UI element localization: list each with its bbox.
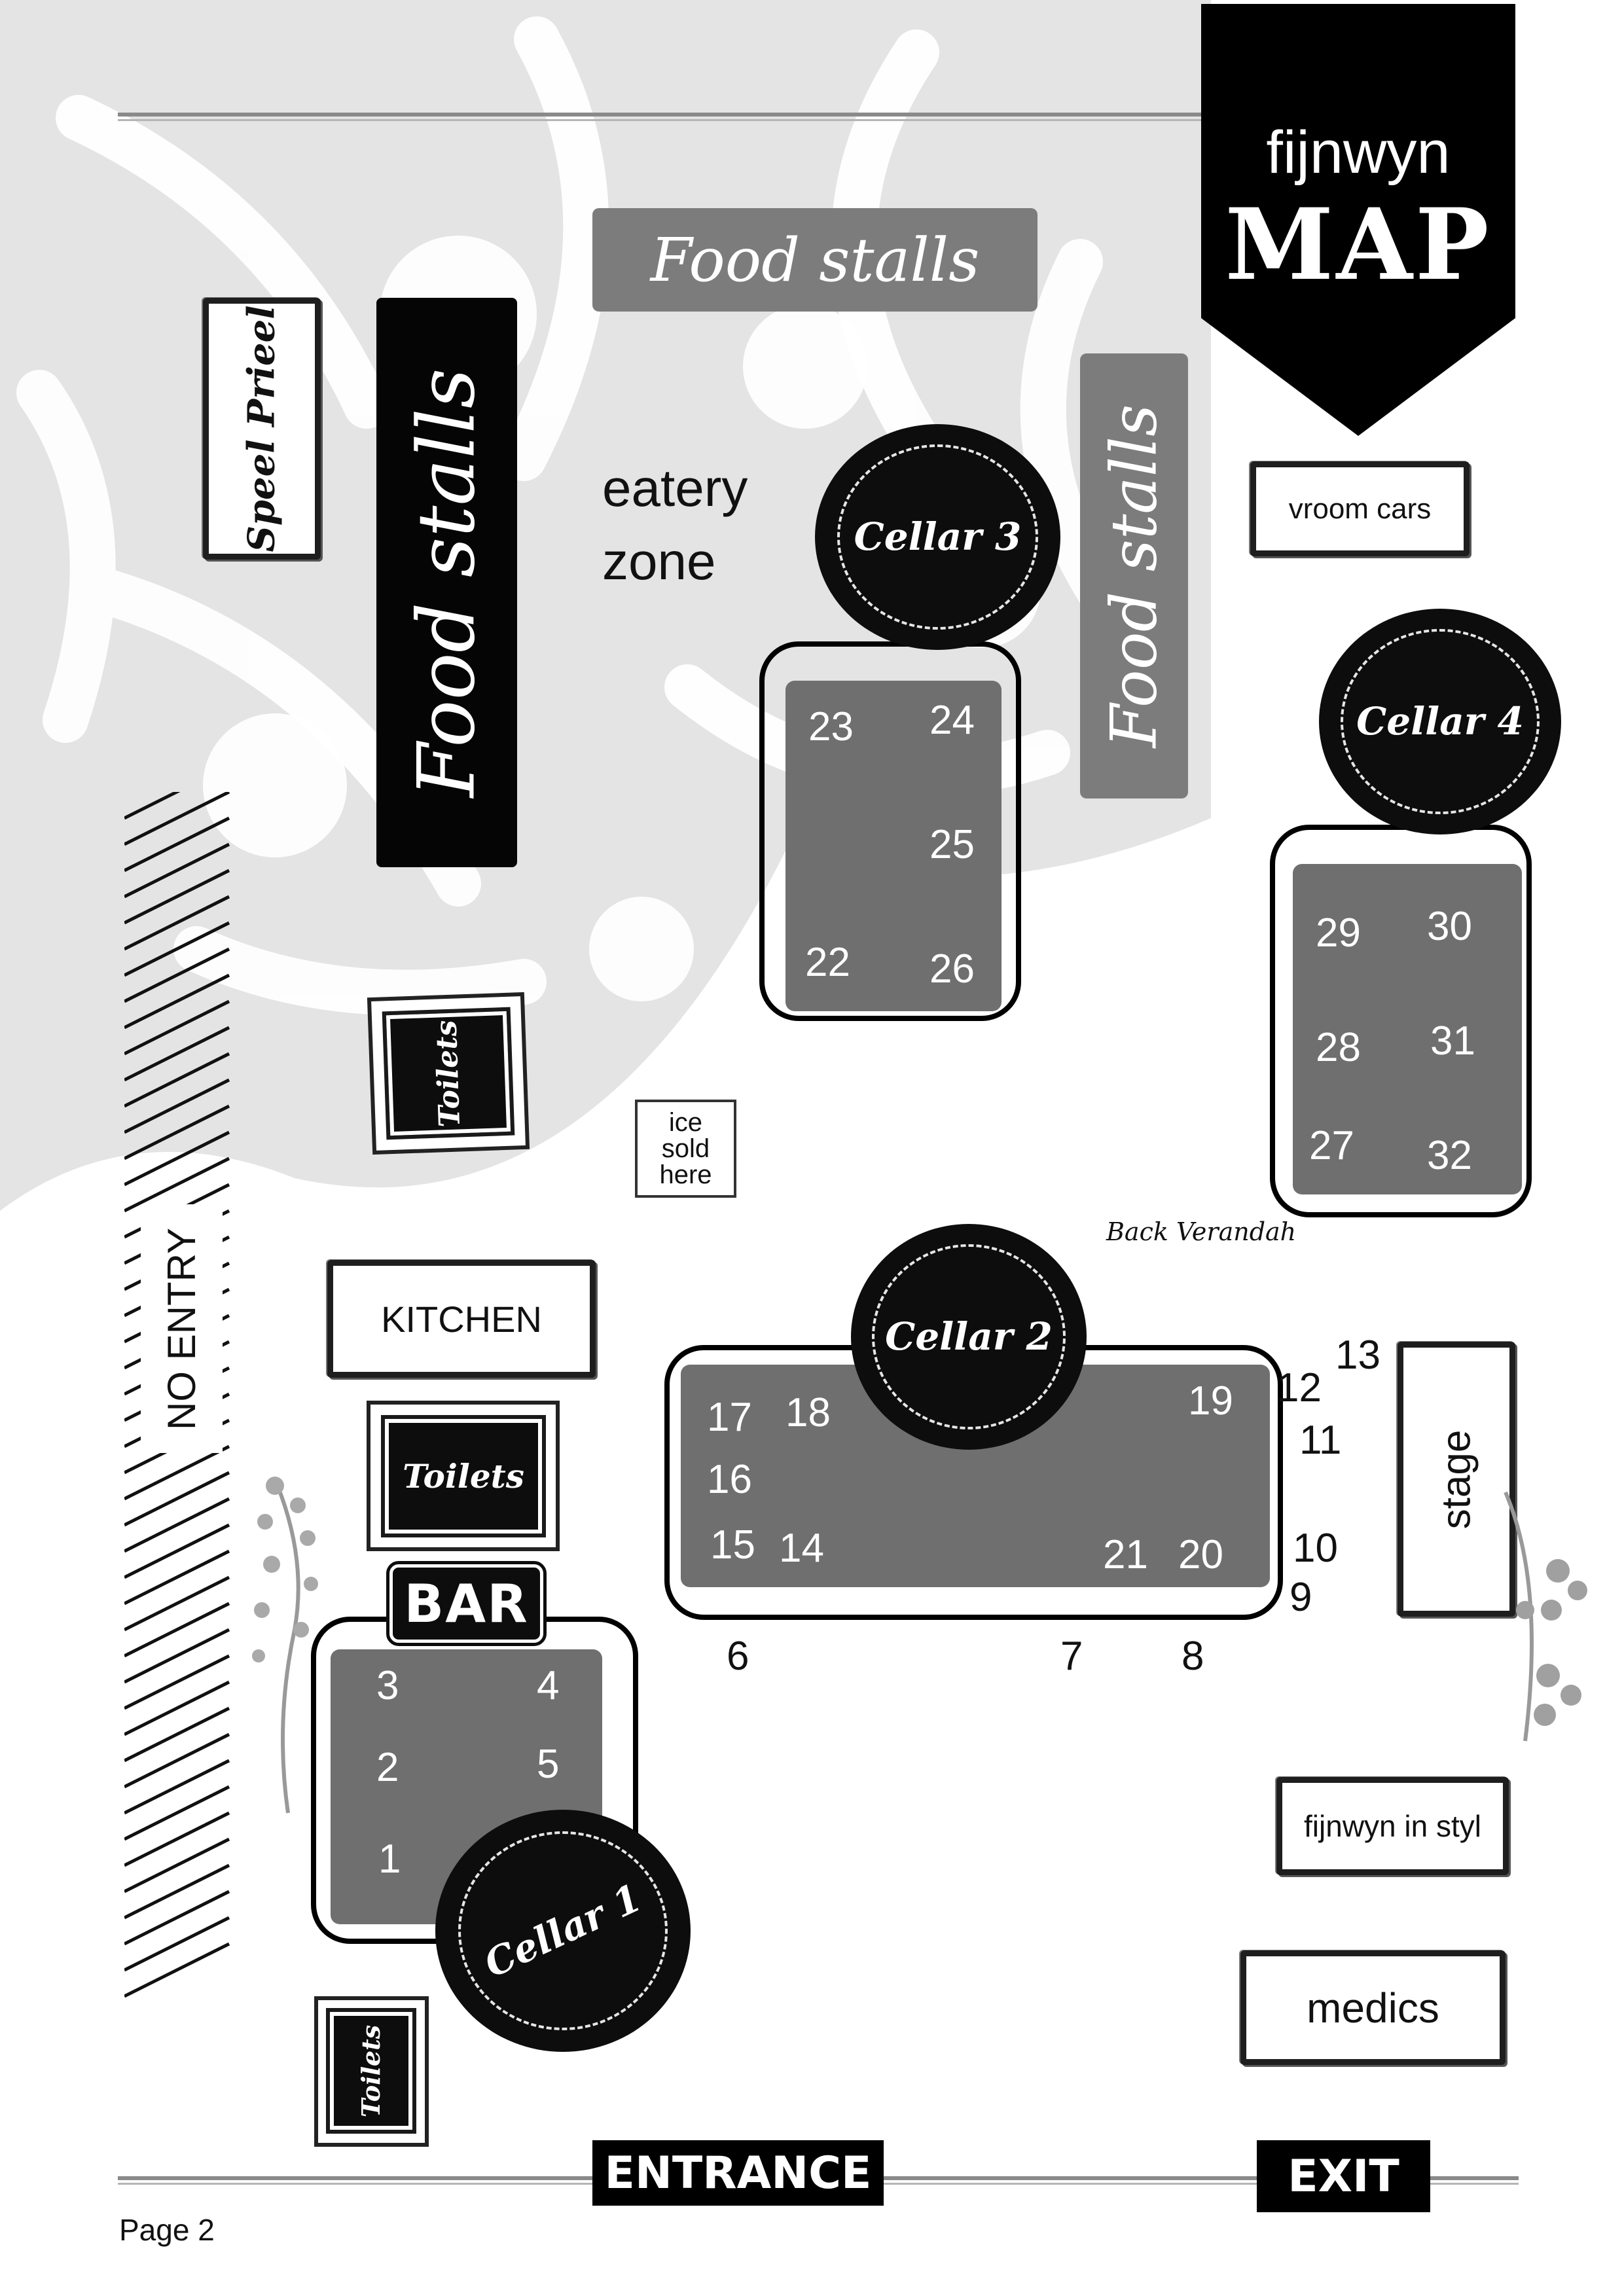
food-stalls-left-label: Food stalls — [401, 368, 492, 797]
stand-18[interactable]: 18 — [785, 1390, 831, 1435]
eatery-zone-label: eatery zone — [602, 452, 748, 598]
toilets-3-frame: Toilets — [314, 1996, 429, 2147]
bar-sign[interactable]: BAR — [386, 1561, 547, 1646]
food-stalls-top[interactable]: Food stalls — [592, 208, 1038, 312]
map-title: MAP — [1225, 187, 1492, 302]
map-title-pin: fijnwyn MAP — [1201, 4, 1515, 436]
food-stalls-right[interactable]: Food stalls — [1080, 353, 1188, 798]
brand-name: fijnwyn — [1266, 119, 1451, 186]
stand-24[interactable]: 24 — [929, 698, 975, 743]
medics-area[interactable]: medics — [1240, 1950, 1506, 2065]
cellar-3-outline — [759, 641, 1021, 1021]
stage-area[interactable]: stage — [1398, 1342, 1515, 1617]
stand-25[interactable]: 25 — [929, 822, 975, 867]
stand-5[interactable]: 5 — [537, 1742, 560, 1787]
cellar-4[interactable]: Cellar 4 — [1319, 609, 1561, 834]
cellar-1-ring: Cellar 1 — [458, 1831, 668, 2030]
cellar-2-ring: Cellar 2 — [872, 1244, 1066, 1429]
ice-line2: sold — [661, 1134, 710, 1163]
cellar-1-label: Cellar 1 — [477, 1875, 649, 1986]
stand-12[interactable]: 12 — [1276, 1365, 1322, 1410]
entrance-sign[interactable]: ENTRANCE — [592, 2140, 884, 2206]
back-verandah-label: Back Verandah — [1106, 1217, 1297, 1246]
no-entry-label: NO ENTRY — [160, 1227, 204, 1430]
toilets-1-label: Toilets — [429, 1019, 467, 1128]
no-entry-box: NO ENTRY — [141, 1204, 223, 1453]
ice-line3: here — [659, 1160, 712, 1189]
top-divider — [118, 113, 1204, 121]
toilets-2-frame: Toilets — [367, 1401, 560, 1551]
entrance-label: ENTRANCE — [604, 2147, 872, 2199]
ice-sold-here[interactable]: ice sold here — [635, 1100, 736, 1198]
stand-15[interactable]: 15 — [710, 1522, 755, 1568]
stand-21[interactable]: 21 — [1103, 1532, 1148, 1577]
stand-2[interactable]: 2 — [376, 1745, 399, 1790]
toilets-2-label: Toilets — [403, 1457, 524, 1496]
kitchen-label: KITCHEN — [381, 1298, 542, 1340]
toilets-1[interactable]: Toilets — [382, 1007, 515, 1140]
kitchen-area[interactable]: KITCHEN — [327, 1260, 596, 1378]
stand-19[interactable]: 19 — [1188, 1378, 1233, 1424]
stand-4[interactable]: 4 — [537, 1663, 560, 1708]
toilets-1-frame: Toilets — [367, 992, 530, 1155]
exit-sign[interactable]: EXIT — [1257, 2140, 1430, 2212]
zone-cellar-4 — [1293, 864, 1522, 1194]
stand-3[interactable]: 3 — [376, 1663, 399, 1708]
stand-17[interactable]: 17 — [707, 1395, 752, 1440]
stand-29[interactable]: 29 — [1316, 910, 1361, 956]
cellar-4-ring: Cellar 4 — [1341, 629, 1540, 814]
stand-28[interactable]: 28 — [1316, 1025, 1361, 1070]
zone-cellar-3 — [785, 681, 1001, 1011]
cellar-3-label: Cellar 3 — [854, 514, 1022, 560]
stand-27[interactable]: 27 — [1309, 1123, 1354, 1168]
fijnwyn-in-styl-area[interactable]: fijnwyn in styl — [1276, 1777, 1509, 1875]
stand-10[interactable]: 10 — [1293, 1526, 1338, 1571]
ice-line1: ice — [668, 1108, 703, 1137]
toilets-3[interactable]: Toilets — [326, 2008, 416, 2134]
cellar-2-label: Cellar 2 — [885, 1314, 1053, 1359]
stand-13[interactable]: 13 — [1335, 1333, 1380, 1378]
toilets-2[interactable]: Toilets — [381, 1415, 546, 1537]
stand-20[interactable]: 20 — [1178, 1532, 1223, 1577]
vroom-cars-label: vroom cars — [1288, 492, 1432, 525]
stand-11[interactable]: 11 — [1299, 1418, 1342, 1463]
medics-label: medics — [1307, 1984, 1439, 2032]
stage-label: stage — [1434, 1429, 1479, 1529]
exit-label: EXIT — [1288, 2150, 1399, 2202]
berry-decoration-right — [1504, 1491, 1587, 1742]
eatery-zone-line1: eatery — [602, 459, 748, 517]
page-number: Page 2 — [119, 2213, 215, 2247]
cellar-1[interactable]: Cellar 1 — [435, 1810, 691, 2052]
pin-shape — [1201, 4, 1515, 436]
cellar-3-ring: Cellar 3 — [837, 444, 1039, 630]
speel-prieel-label: Speel Prieel — [240, 305, 284, 552]
bar-label: BAR — [404, 1573, 529, 1634]
stand-14[interactable]: 14 — [779, 1526, 824, 1571]
stand-22[interactable]: 22 — [805, 940, 850, 985]
food-stalls-right-label: Food stalls — [1097, 404, 1171, 748]
stand-30[interactable]: 30 — [1427, 904, 1472, 949]
stand-8[interactable]: 8 — [1182, 1634, 1204, 1679]
food-stalls-left[interactable]: Food stalls — [376, 298, 517, 867]
stand-7[interactable]: 7 — [1060, 1634, 1083, 1679]
cellar-3[interactable]: Cellar 3 — [815, 424, 1060, 650]
stand-6[interactable]: 6 — [727, 1634, 749, 1679]
stand-1[interactable]: 1 — [378, 1837, 401, 1882]
vroom-cars-area[interactable]: vroom cars — [1250, 461, 1470, 556]
cellar-2[interactable]: Cellar 2 — [851, 1224, 1087, 1450]
speel-prieel-area[interactable]: Speel Prieel — [203, 298, 321, 560]
stand-26[interactable]: 26 — [929, 946, 975, 992]
fijnwyn-in-styl-label: fijnwyn in styl — [1304, 1809, 1481, 1843]
stand-16[interactable]: 16 — [707, 1457, 752, 1502]
branch-decoration-left — [252, 1477, 318, 1814]
toilets-3-label: Toilets — [356, 2024, 386, 2117]
eatery-zone-line2: zone — [602, 532, 716, 590]
stand-9[interactable]: 9 — [1290, 1575, 1312, 1620]
stand-31[interactable]: 31 — [1430, 1018, 1475, 1064]
stand-32[interactable]: 32 — [1427, 1133, 1472, 1178]
cellar-4-label: Cellar 4 — [1356, 699, 1524, 744]
food-stalls-top-label: Food stalls — [650, 224, 980, 295]
stand-23[interactable]: 23 — [808, 704, 854, 749]
